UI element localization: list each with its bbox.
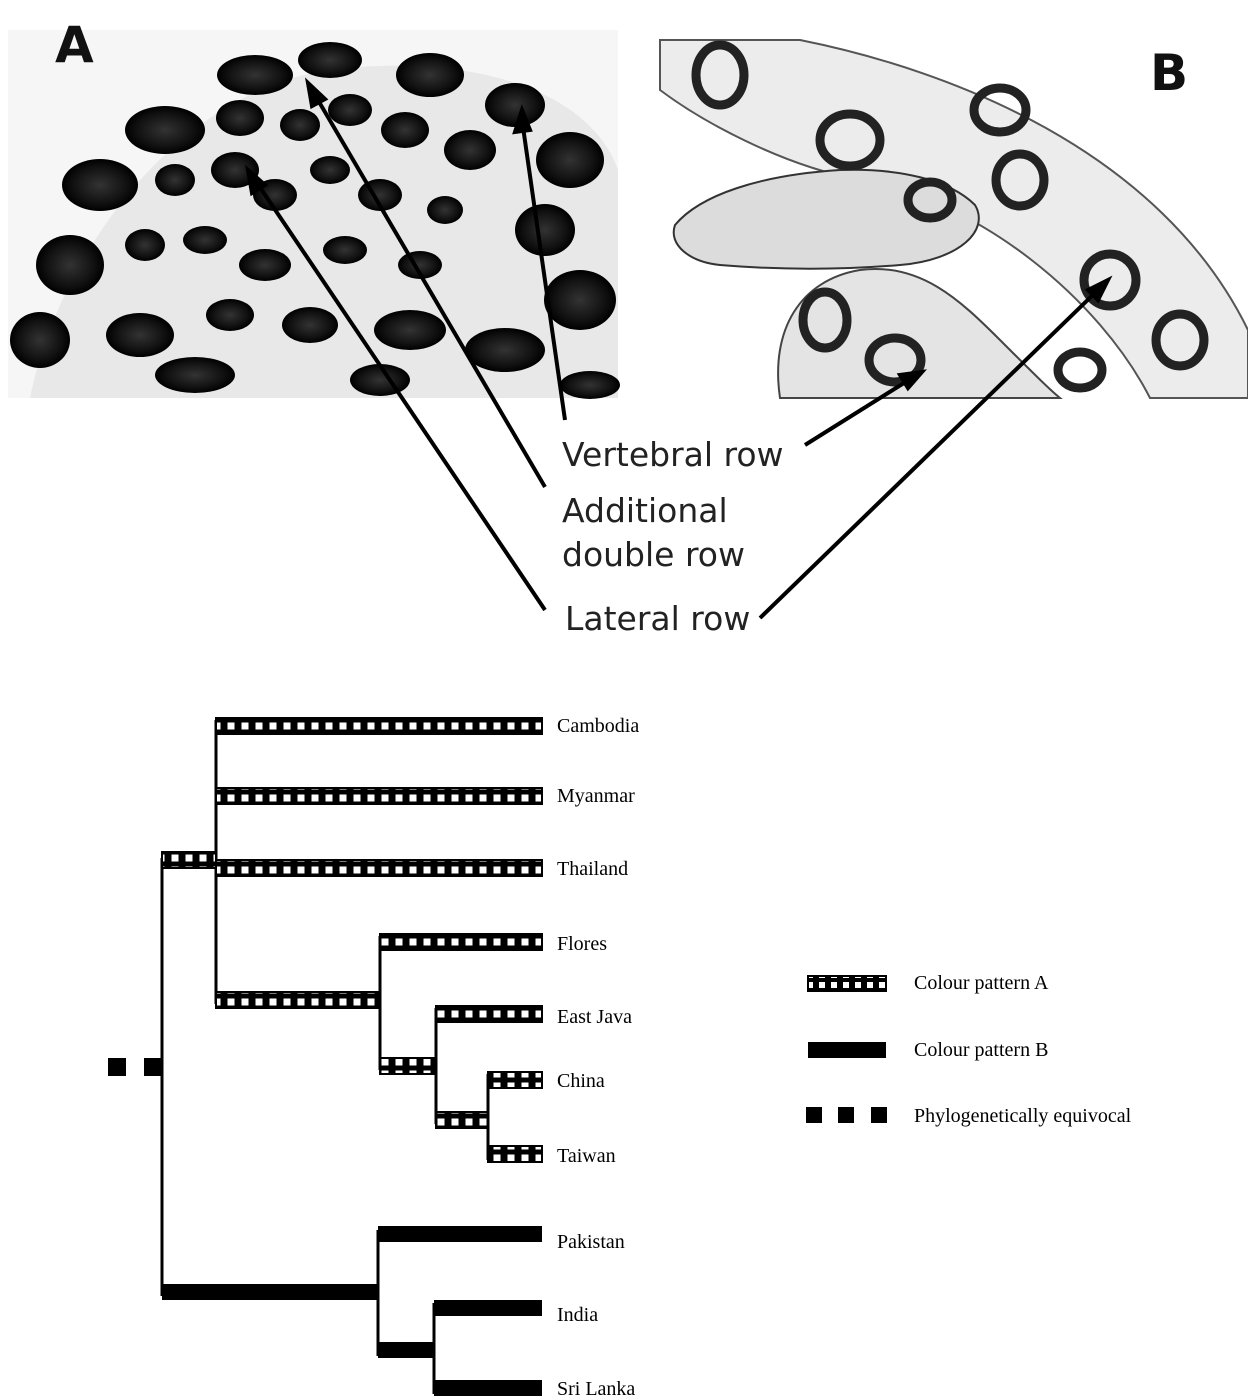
callout-additional-line2: double row bbox=[562, 535, 745, 574]
taxon-label: China bbox=[557, 1070, 605, 1092]
legend-swatch-solid bbox=[808, 1042, 886, 1058]
branch-east-clade bbox=[380, 1058, 436, 1074]
branch-south-asia-clade bbox=[162, 1284, 378, 1300]
legend-swatch-checkered bbox=[808, 976, 886, 991]
callout-labels: Vertebral row Additional double row Late… bbox=[562, 435, 784, 638]
legend-item-equivocal: Phylogenetically equivocal bbox=[806, 1105, 1132, 1127]
branch-china-taiwan-clade bbox=[436, 1112, 488, 1128]
legend-item-pattern-b: Colour pattern B bbox=[808, 1039, 1048, 1061]
taxon-label: Sri Lanka bbox=[557, 1378, 635, 1398]
pattern-a-branches bbox=[162, 718, 542, 1162]
panel-a-photo: A bbox=[8, 16, 620, 399]
branch-island-clade bbox=[216, 992, 380, 1008]
legend-swatch-dashed bbox=[806, 1107, 887, 1123]
callout-vertebral-row: Vertebral row bbox=[562, 435, 784, 474]
taxon-label: East Java bbox=[557, 1006, 632, 1028]
branch-se-asia-clade bbox=[162, 852, 216, 868]
branch-pakistan bbox=[378, 1226, 542, 1242]
branch-india-srilanka-clade bbox=[378, 1342, 434, 1358]
branch-india bbox=[434, 1300, 542, 1316]
branch-cambodia bbox=[216, 718, 542, 734]
branch-east-java bbox=[436, 1006, 542, 1022]
taxon-label: Thailand bbox=[557, 858, 628, 880]
taxon-label: Pakistan bbox=[557, 1231, 625, 1253]
branch-flores bbox=[380, 934, 542, 950]
taxon-label: Flores bbox=[557, 933, 607, 955]
legend-label: Colour pattern A bbox=[914, 972, 1049, 994]
taxon-label: India bbox=[557, 1304, 598, 1326]
callout-lateral-row: Lateral row bbox=[565, 599, 750, 638]
branch-myanmar bbox=[216, 788, 542, 804]
branch-china bbox=[488, 1072, 542, 1088]
branch-thailand bbox=[216, 860, 542, 876]
panel-a-label: A bbox=[55, 16, 94, 74]
taxon-labels: Cambodia Myanmar Thailand Flores East Ja… bbox=[557, 715, 639, 1398]
legend-item-pattern-a: Colour pattern A bbox=[808, 972, 1049, 994]
panel-b-drawing: B bbox=[658, 30, 1248, 398]
legend-label: Phylogenetically equivocal bbox=[914, 1105, 1132, 1127]
branch-sri-lanka bbox=[434, 1380, 542, 1396]
taxon-label: Myanmar bbox=[557, 785, 635, 807]
callout-additional-line1: Additional bbox=[562, 491, 728, 530]
legend-label: Colour pattern B bbox=[914, 1039, 1048, 1061]
phylogeny-tree: Cambodia Myanmar Thailand Flores East Ja… bbox=[108, 715, 639, 1398]
panel-b-label: B bbox=[1150, 44, 1188, 102]
taxon-label: Cambodia bbox=[557, 715, 639, 737]
taxon-label: Taiwan bbox=[557, 1145, 616, 1167]
branch-taiwan bbox=[488, 1146, 542, 1162]
legend: Colour pattern A Colour pattern B Phylog… bbox=[806, 972, 1132, 1127]
pattern-b-branches bbox=[162, 1226, 542, 1396]
root-equivocal bbox=[108, 1058, 162, 1076]
